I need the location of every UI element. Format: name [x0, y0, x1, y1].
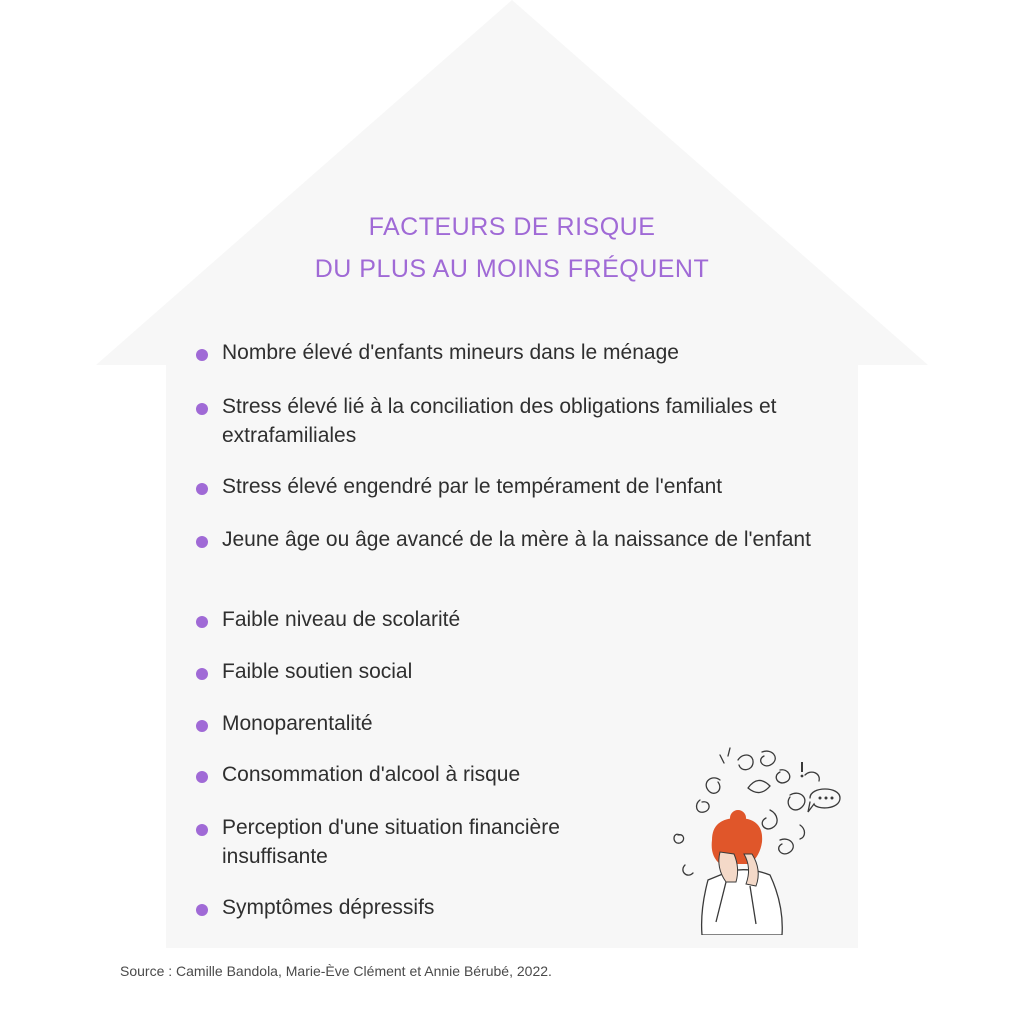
list-item-text: Perception d'une situation financière in…: [222, 816, 560, 868]
bullet-icon: [196, 483, 208, 495]
list-item-text: Jeune âge ou âge avancé de la mère à la …: [222, 528, 811, 551]
list-item-text: Faible niveau de scolarité: [222, 608, 461, 631]
bullet-icon: [196, 720, 208, 732]
list-item-text: Monoparentalité: [222, 712, 373, 735]
list-item: Symptômes dépressifs: [196, 893, 826, 922]
bullet-icon: [196, 616, 208, 628]
list-item: Monoparentalité: [196, 709, 826, 738]
stressed-woman-illustration: [673, 747, 841, 935]
bullet-icon: [196, 403, 208, 415]
list-item: Faible niveau de scolarité: [196, 605, 826, 634]
bullet-icon: [196, 536, 208, 548]
page-title: FACTEURS DE RISQUE DU PLUS AU MOINS FRÉQ…: [0, 206, 1024, 290]
list-item-text: Faible soutien social: [222, 660, 413, 683]
list-item: Nombre élevé d'enfants mineurs dans le m…: [196, 338, 826, 367]
list-item: Consommation d'alcool à risque: [196, 760, 826, 789]
bullet-icon: [196, 904, 208, 916]
bullet-icon: [196, 349, 208, 361]
bullet-icon: [196, 824, 208, 836]
bullet-icon: [196, 668, 208, 680]
title-line-1: FACTEURS DE RISQUE: [368, 213, 656, 241]
list-item: Stress élevé lié à la conciliation des o…: [196, 392, 826, 450]
bullet-icon: [196, 771, 208, 783]
list-item-text: Nombre élevé d'enfants mineurs dans le m…: [222, 341, 679, 364]
list-item-text: Symptômes dépressifs: [222, 896, 435, 919]
list-item: Perception d'une situation financière in…: [196, 813, 636, 871]
list-item-text: Stress élevé lié à la conciliation des o…: [222, 395, 777, 447]
list-item-text: Stress élevé engendré par le tempérament…: [222, 475, 723, 498]
title-line-2: DU PLUS AU MOINS FRÉQUENT: [314, 255, 710, 283]
list-item: Jeune âge ou âge avancé de la mère à la …: [196, 525, 826, 554]
list-item-text: Consommation d'alcool à risque: [222, 763, 521, 786]
list-item: Stress élevé engendré par le tempérament…: [196, 472, 826, 501]
list-item: Faible soutien social: [196, 657, 826, 686]
source-citation: Source : Camille Bandola, Marie-Ève Clém…: [120, 963, 552, 979]
